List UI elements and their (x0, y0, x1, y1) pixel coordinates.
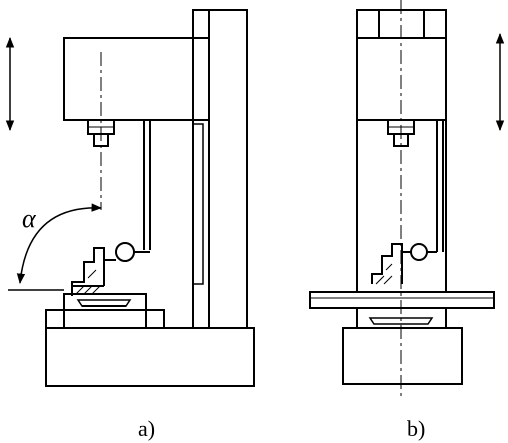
column-slot-a (192, 123, 204, 285)
table-b (309, 291, 495, 309)
dial-indicator-b (410, 243, 428, 261)
machine-base-b (342, 327, 463, 385)
caption-b: b) (407, 416, 426, 441)
machine-base-a (45, 327, 255, 387)
angle-alpha-label: α (22, 204, 36, 233)
spindle-head-a (63, 37, 210, 121)
table-slide-a (63, 293, 147, 311)
caption-a: a) (138, 416, 156, 441)
figure-a (5, 9, 255, 387)
machine-column-a (192, 9, 248, 329)
dial-indicator-a (115, 242, 135, 262)
alpha-arc-arrow (16, 203, 103, 285)
figure-b (309, 0, 505, 400)
